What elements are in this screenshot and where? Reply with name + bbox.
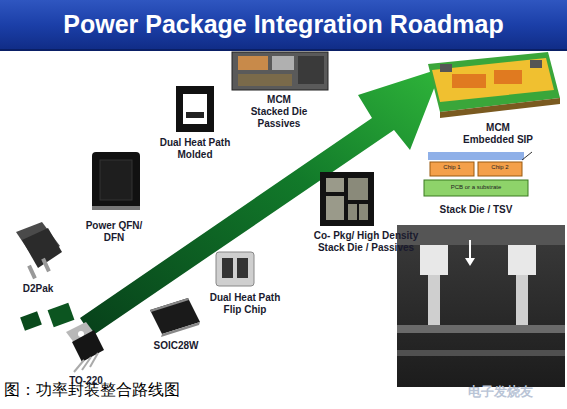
package-label: Dual Heat Path Flip Chip [203,292,287,316]
package-label: SOIC28W [141,340,211,352]
d2pak-package [16,222,62,279]
package-label: MCM Stacked Die Passives [247,94,311,130]
mcm-stacked-package [232,52,328,90]
stack-die-tsv [424,152,532,196]
sip-package [428,52,560,118]
package-label: MCM Embedded SIP [460,122,536,146]
soic-package [150,298,200,337]
package-label: Stack Die / TSV [421,204,531,216]
growth-arrow [20,68,442,336]
title-band-edge [0,49,567,51]
package-label: Power QFN/ DFN [79,220,149,244]
package-label: Co- Pkg/ High Density Stack Die / Passiv… [306,230,426,254]
title-band [0,0,567,50]
to220-package [66,322,104,372]
co-package [320,172,374,226]
package-label: D2Pak [8,283,68,295]
die-label: Chip 1 [432,164,472,171]
flip-chip-package [216,252,254,286]
qfn-package [92,152,140,210]
package-label: Dual Heat Path Molded [153,137,237,161]
package-label: TO-220 [56,375,116,387]
molded-package [176,86,214,132]
substrate-label: PCB or a substrate [426,184,526,191]
cross-section-photo [397,225,565,387]
die-label: Chip 2 [480,164,520,171]
diagram-title: Power Package Integration Roadmap [0,0,567,50]
watermark: 电子发烧友 [455,384,545,399]
